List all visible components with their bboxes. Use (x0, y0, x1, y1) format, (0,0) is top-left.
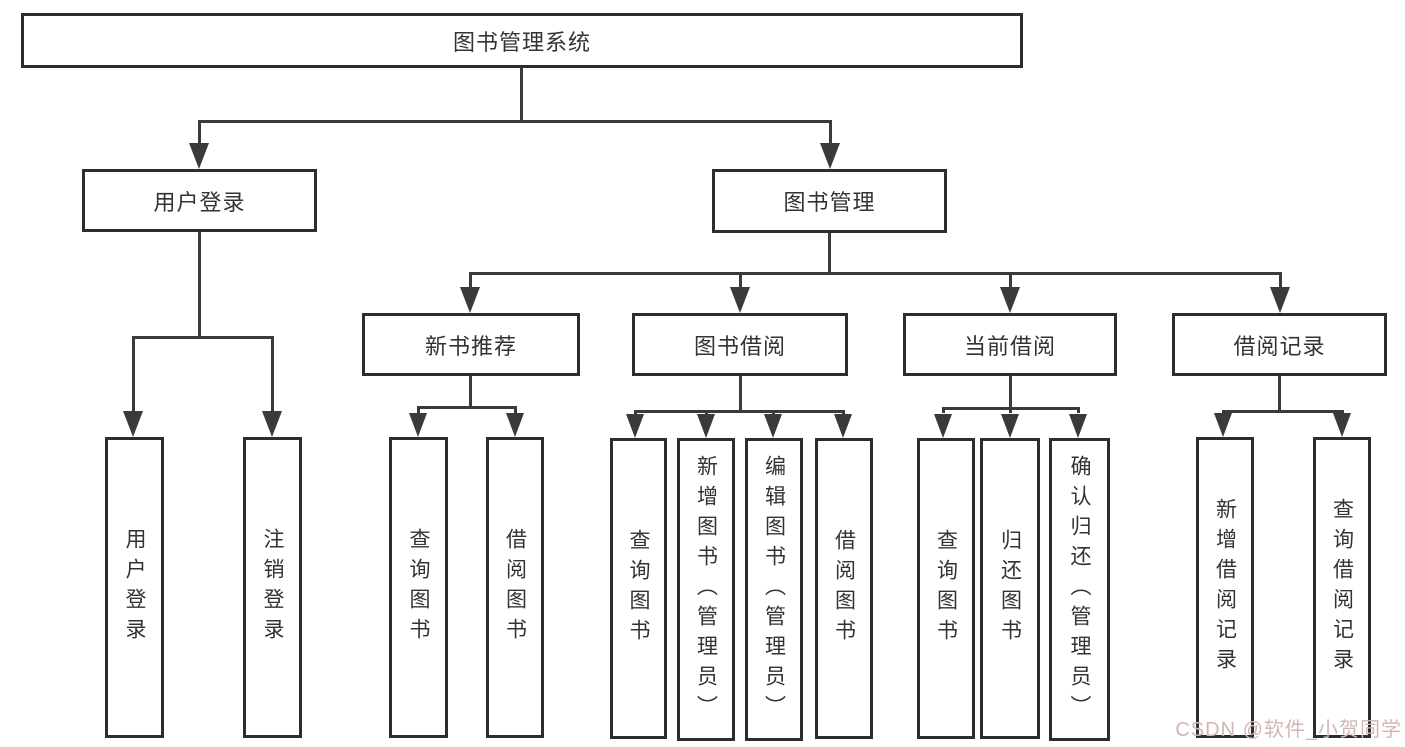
edge-to-logout-leaf (271, 336, 274, 412)
edge-to-book-mgmt (829, 120, 832, 146)
node-borrowing-records: 借阅记录 (1172, 313, 1387, 376)
edge-records-stem (1278, 376, 1281, 410)
arrow-down-icon (1069, 414, 1087, 438)
node-label: 确认归还（管理员） (1068, 454, 1091, 725)
edge-book-borrow-stem (739, 376, 742, 410)
node-label: 归还图书 (998, 528, 1022, 649)
node-label: 图书管理 (783, 190, 876, 215)
edge-new-books-stem (469, 376, 472, 406)
edge-to-borrow-records (1279, 272, 1282, 288)
edge-to-current-borrow (1009, 272, 1012, 288)
leaf-borrow-books: 借阅图书 (815, 438, 873, 739)
node-label: 查询图书 (934, 528, 958, 649)
node-new-book-recommend: 新书推荐 (362, 313, 580, 376)
arrow-down-icon (820, 143, 840, 169)
edge-root-stem (520, 68, 523, 120)
node-book-management: 图书管理 (712, 169, 947, 233)
leaf-add-books-admin: 新增图书（管理员） (677, 438, 735, 741)
csdn-watermark: CSDN @软件_小贺同学 (1175, 719, 1402, 741)
node-label: 当前借阅 (963, 333, 1056, 359)
leaf-query-books-borrowing: 查询图书 (610, 438, 667, 739)
leaf-edit-books-admin: 编辑图书（管理员） (745, 438, 803, 741)
arrow-down-icon (1333, 413, 1351, 437)
edge-leaf (1222, 410, 1225, 414)
edge-to-book-borrow (739, 272, 742, 288)
node-user-login: 用户登录 (82, 169, 317, 232)
edge-book-borrow-split (634, 410, 844, 413)
edge-current-borrow-stem (1009, 375, 1012, 407)
edge-leaf (772, 410, 775, 415)
leaf-query-books-current: 查询图书 (917, 438, 975, 739)
edge-user-login-stem (198, 232, 201, 336)
leaf-borrow-books-recommend: 借阅图书 (486, 437, 544, 738)
node-root-library-system: 图书管理系统 (21, 13, 1023, 68)
arrow-down-icon (764, 414, 782, 438)
arrow-down-icon (123, 411, 143, 437)
arrow-down-icon (1214, 413, 1232, 437)
leaf-confirm-return-admin: 确认归还（管理员） (1049, 438, 1110, 741)
leaf-user-login: 用户登录 (105, 437, 164, 738)
node-label: 查询借阅记录 (1330, 497, 1354, 678)
edge-to-login-leaf (132, 336, 135, 412)
edge-leaf (842, 410, 845, 415)
node-label: 图书管理系统 (452, 29, 591, 55)
node-label: 用户登录 (123, 527, 146, 648)
node-label: 注销登录 (261, 527, 284, 648)
node-label: 借阅记录 (1233, 333, 1326, 359)
leaf-query-books-recommend: 查询图书 (389, 437, 448, 738)
leaf-logout: 注销登录 (243, 437, 302, 738)
node-label: 查询图书 (627, 528, 650, 649)
edge-leaf (942, 407, 945, 413)
arrow-down-icon (262, 411, 282, 437)
node-label: 新增图书（管理员） (694, 454, 718, 725)
arrow-down-icon (1000, 287, 1020, 313)
edge-leaf (1009, 407, 1012, 413)
arrow-down-icon (1270, 287, 1290, 313)
node-label: 查询图书 (407, 527, 430, 648)
edge-leaf (514, 406, 517, 414)
edge-leaf (1341, 410, 1344, 414)
edge-leaf (705, 410, 708, 415)
arrow-down-icon (934, 414, 952, 438)
edge-root-split (198, 120, 832, 123)
edge-leaf (1077, 407, 1080, 413)
edge-to-user-login (198, 120, 201, 146)
node-label: 新增借阅记录 (1213, 497, 1237, 678)
arrow-down-icon (834, 414, 852, 438)
edge-book-mgmt-split (469, 272, 1281, 275)
arrow-down-icon (506, 413, 524, 437)
edge-leaf (634, 410, 637, 415)
arrow-down-icon (697, 414, 715, 438)
edge-user-login-split (132, 336, 273, 339)
node-label: 借阅图书 (832, 528, 856, 649)
edge-to-new-books (469, 272, 472, 288)
edge-leaf (417, 406, 420, 414)
node-label: 新书推荐 (424, 333, 517, 359)
leaf-add-borrow-record: 新增借阅记录 (1196, 437, 1254, 738)
node-book-borrowing: 图书借阅 (632, 313, 848, 376)
arrow-down-icon (189, 143, 209, 169)
arrow-down-icon (626, 414, 644, 438)
node-label: 编辑图书（管理员） (762, 454, 786, 725)
arrow-down-icon (460, 287, 480, 313)
arrow-down-icon (1001, 414, 1019, 438)
arrow-down-icon (409, 413, 427, 437)
node-label: 图书借阅 (693, 333, 786, 359)
leaf-return-books: 归还图书 (980, 438, 1040, 739)
leaf-query-borrow-record: 查询借阅记录 (1313, 437, 1371, 738)
edge-book-mgmt-stem (828, 233, 831, 272)
node-label: 用户登录 (153, 189, 246, 215)
edge-new-books-split (417, 406, 516, 409)
arrow-down-icon (730, 287, 750, 313)
node-current-borrowing: 当前借阅 (903, 313, 1117, 376)
edge-records-split (1222, 410, 1343, 413)
node-label: 借阅图书 (503, 527, 527, 648)
